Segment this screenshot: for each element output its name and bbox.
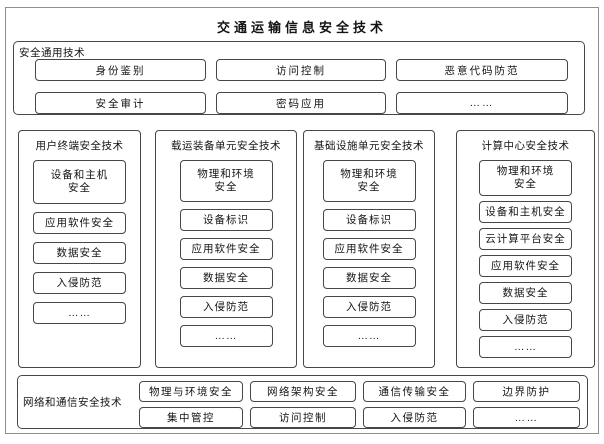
column-item: 设备标识 (179, 209, 273, 231)
column-card-carrier-equipment: 载运装备单元安全技术 物理和环境 安全设备标识应用软件安全数据安全入侵防范 …… (155, 130, 297, 368)
general-item: 访问控制 (216, 59, 386, 81)
general-security-section: 安全通用技术 身份鉴别访问控制恶意代码防范安全审计密码应用 …… (13, 41, 585, 115)
column-item: 入侵防范 (179, 296, 273, 318)
column-item: 应用软件安全 (33, 212, 126, 234)
column-items: 物理和环境 安全设备和主机安全云计算平台安全应用软件安全数据安全入侵防范 …… (457, 160, 594, 363)
network-item: 访问控制 (250, 407, 356, 428)
general-section-label: 安全通用技术 (19, 47, 85, 59)
column-item: 应用软件安全 (322, 238, 416, 260)
column-item: 应用软件安全 (179, 238, 273, 260)
column-item: …… (322, 325, 416, 347)
network-items-grid: 物理与环境安全网络架构安全通信传输安全边界防护集中管控访问控制入侵防范 …… (139, 381, 580, 428)
column-item: 入侵防范 (479, 309, 572, 331)
network-item: 边界防护 (473, 381, 580, 402)
network-security-section: 网络和通信安全技术 物理与环境安全网络架构安全通信传输安全边界防护集中管控访问控… (17, 375, 588, 429)
column-items: 物理和环境 安全设备标识应用软件安全数据安全入侵防范 …… (156, 160, 296, 354)
column-card-computing-center: 计算中心安全技术 物理和环境 安全设备和主机安全云计算平台安全应用软件安全数据安… (456, 130, 595, 368)
column-item: 应用软件安全 (479, 255, 572, 277)
column-item: 设备和主机 安全 (33, 160, 126, 204)
network-item: 通信传输安全 (363, 381, 466, 402)
column-item: …… (33, 302, 126, 324)
general-item: 安全审计 (35, 92, 206, 114)
column-item: 设备标识 (322, 209, 416, 231)
column-header: 用户终端安全技术 (35, 140, 124, 152)
general-item: 密码应用 (216, 92, 386, 114)
column-item: …… (179, 325, 273, 347)
column-header: 载运装备单元安全技术 (171, 140, 281, 152)
column-item: 物理和环境 安全 (179, 160, 273, 202)
general-item: …… (396, 92, 568, 114)
column-header: 计算中心安全技术 (481, 140, 570, 152)
network-item: 入侵防范 (363, 407, 466, 428)
column-item: …… (479, 336, 572, 358)
network-section-label: 网络和通信安全技术 (23, 396, 122, 409)
column-card-user-terminal: 用户终端安全技术 设备和主机 安全应用软件安全数据安全入侵防范 …… (18, 130, 141, 368)
column-item: 设备和主机安全 (479, 201, 572, 223)
network-item: 物理与环境安全 (139, 381, 243, 402)
column-card-infrastructure: 基础设施单元安全技术 物理和环境 安全设备标识应用软件安全数据安全入侵防范 …… (303, 130, 435, 368)
column-items: 设备和主机 安全应用软件安全数据安全入侵防范 …… (19, 160, 140, 332)
general-items-grid: 身份鉴别访问控制恶意代码防范安全审计密码应用 …… (35, 59, 568, 114)
column-item: 物理和环境 安全 (479, 160, 572, 196)
column-items: 物理和环境 安全设备标识应用软件安全数据安全入侵防范 …… (304, 160, 434, 354)
column-item: 数据安全 (479, 282, 572, 304)
column-item: 数据安全 (179, 267, 273, 289)
general-item: 恶意代码防范 (396, 59, 568, 81)
column-item: 入侵防范 (33, 272, 126, 294)
network-item: 网络架构安全 (250, 381, 356, 402)
column-item: 物理和环境 安全 (322, 160, 416, 202)
column-item: 数据安全 (322, 267, 416, 289)
column-item: 入侵防范 (322, 296, 416, 318)
column-header: 基础设施单元安全技术 (314, 140, 424, 152)
network-item: 集中管控 (139, 407, 243, 428)
network-item: …… (473, 407, 580, 428)
general-item: 身份鉴别 (35, 59, 206, 81)
diagram-title: 交通运输信息安全技术 (216, 20, 387, 35)
diagram-frame (5, 7, 599, 434)
column-item: 云计算平台安全 (479, 228, 572, 250)
column-item: 数据安全 (33, 242, 126, 264)
